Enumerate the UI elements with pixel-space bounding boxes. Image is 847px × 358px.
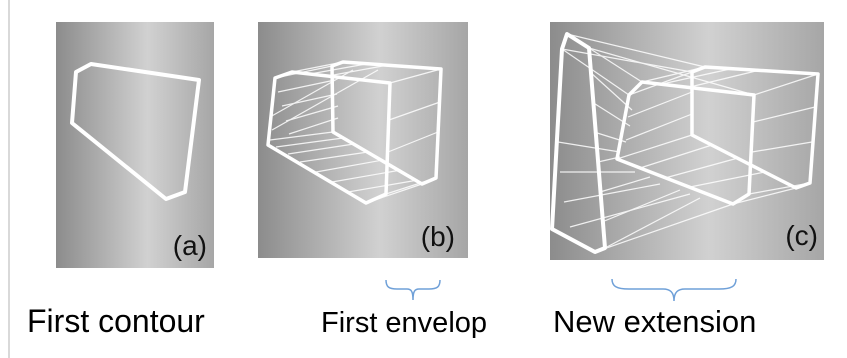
- first-contour-drawing: [70, 62, 201, 201]
- left-divider: [8, 0, 10, 358]
- back-contour: [690, 65, 820, 190]
- first-envelop-drawing: [266, 60, 443, 205]
- front-contour: [615, 80, 756, 206]
- panel-c-new-extension: (c): [550, 22, 824, 260]
- panel-label-b: (b): [420, 221, 455, 252]
- contour-outline: [70, 62, 201, 201]
- first-envelop-brace: [385, 279, 441, 301]
- caption-first-contour: First contour: [27, 303, 205, 339]
- panel-b-first-envelop: (b): [258, 22, 468, 258]
- panel-label-c: (c): [785, 220, 818, 251]
- new-extension-brace: [611, 278, 737, 302]
- envelope-lines: [557, 33, 819, 253]
- new-extension-drawing: [550, 32, 820, 254]
- panel-label-a: (a): [172, 230, 207, 261]
- caption-new-extension: New extension: [553, 304, 757, 339]
- panel-a-first-contour: (a): [56, 22, 214, 268]
- caption-first-envelop: First envelop: [321, 307, 488, 339]
- envelope-lines: [269, 61, 442, 204]
